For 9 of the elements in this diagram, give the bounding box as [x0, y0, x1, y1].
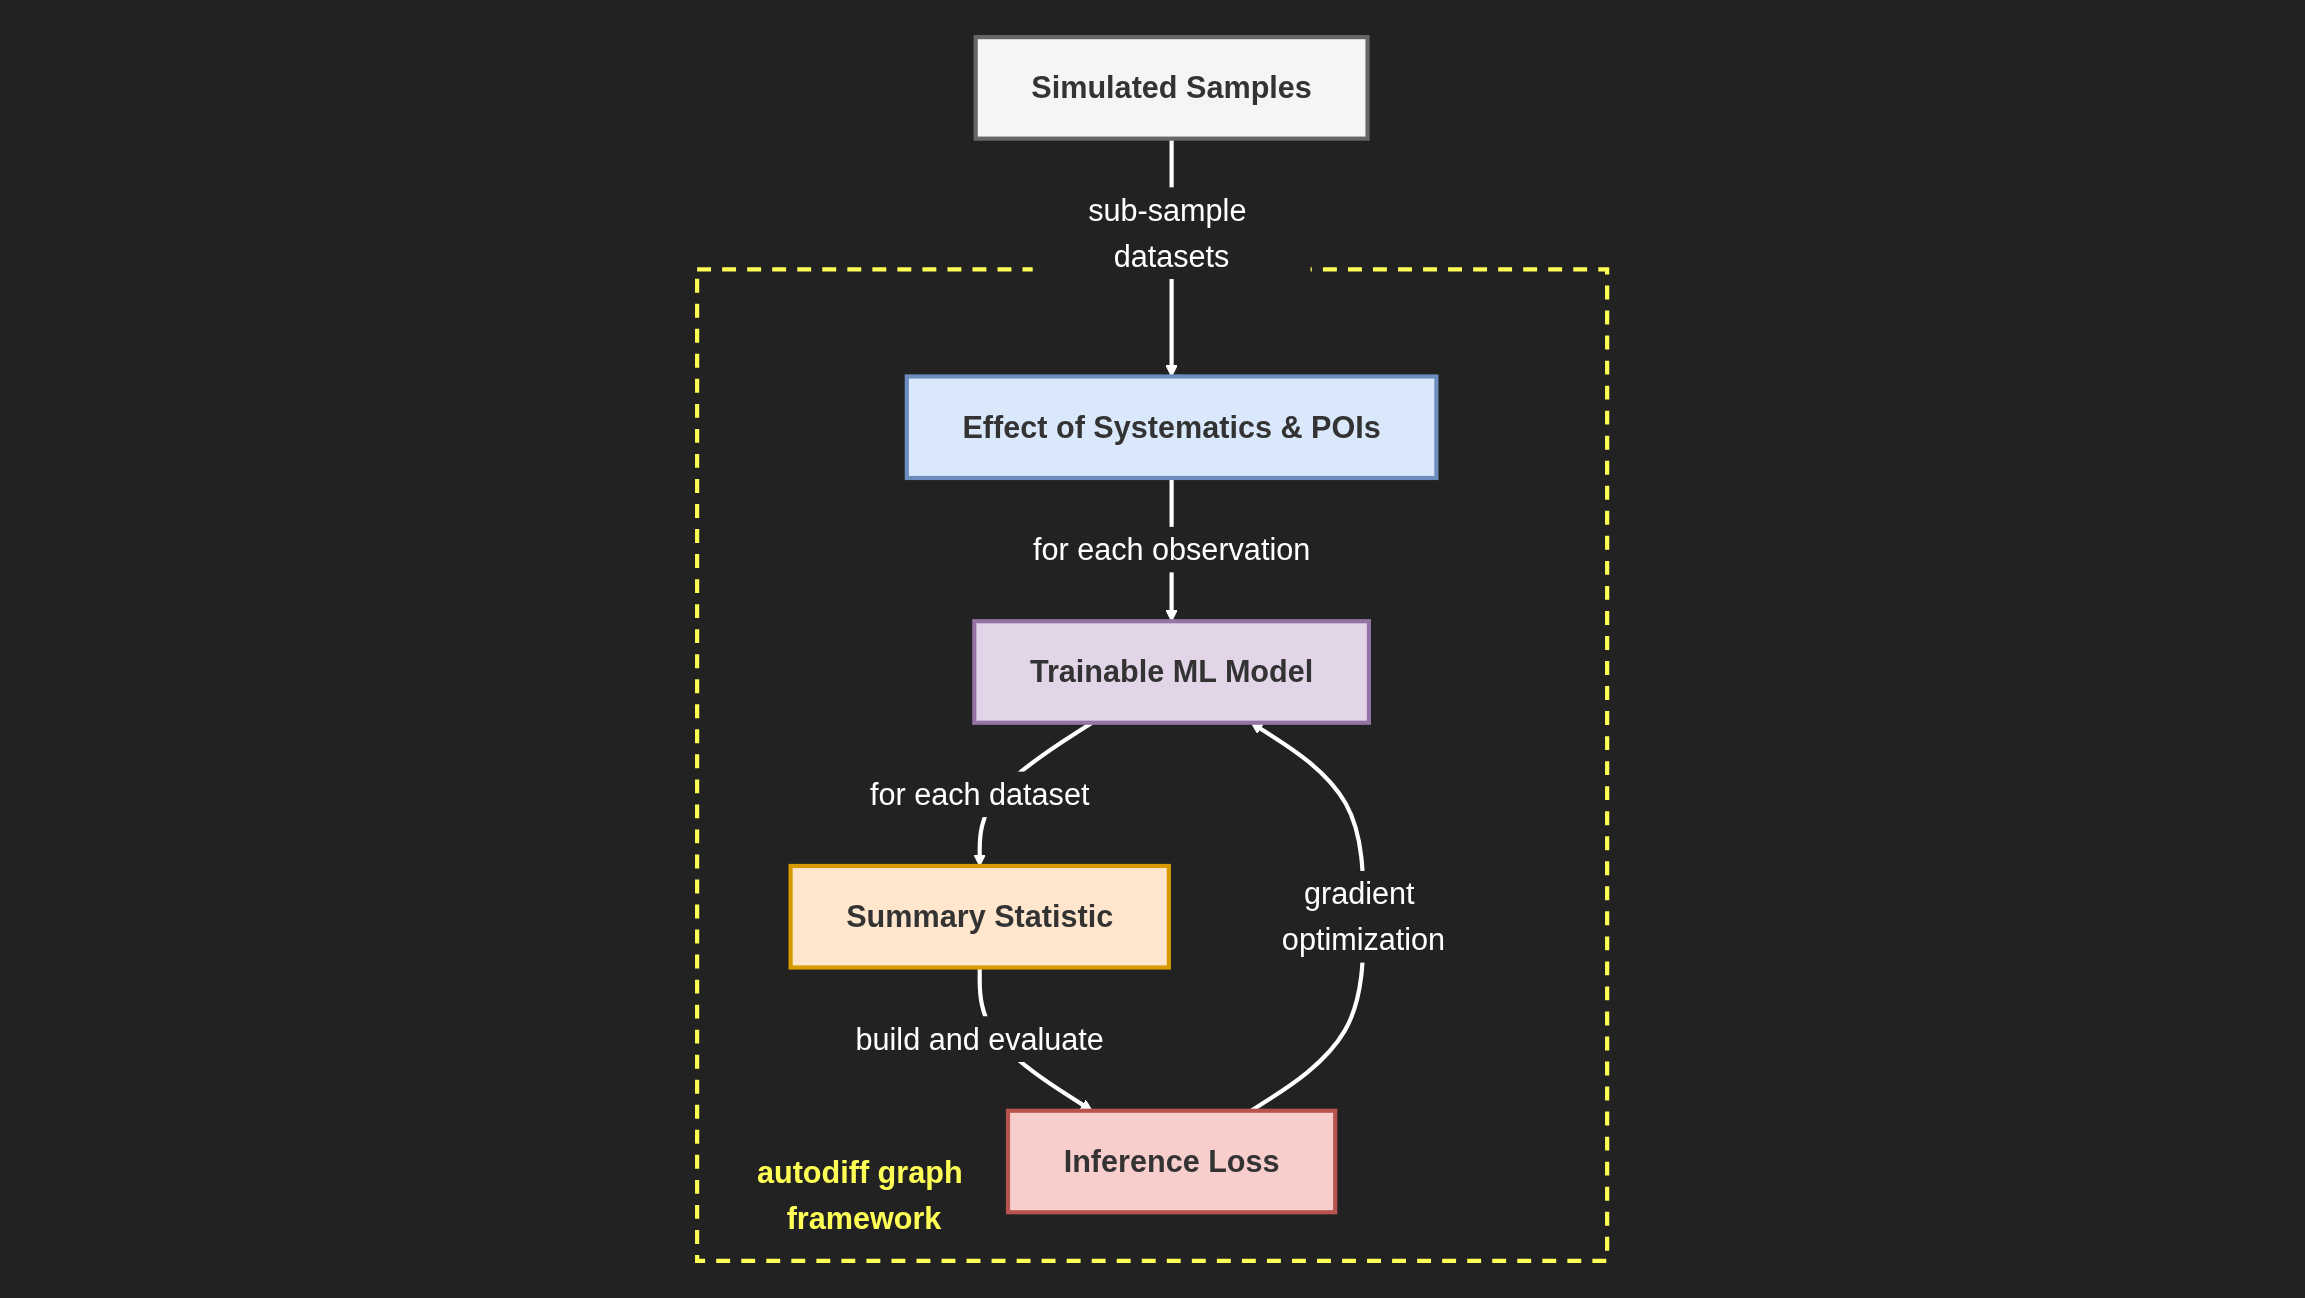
edge-label: gradient optimization [1282, 876, 1446, 958]
edge-label: for each observation [1033, 532, 1311, 567]
edge-label: for each dataset [870, 776, 1090, 812]
node-box: Summary Statistic [788, 863, 1172, 970]
edge-label: build and evaluate [855, 1021, 1105, 1057]
node-box: Inference Loss [1006, 1108, 1338, 1215]
node-box: Simulated Samples [973, 35, 1370, 141]
node-box: Trainable ML Model [972, 619, 1372, 725]
node-box: Effect of Systematics & POIs [905, 374, 1439, 481]
